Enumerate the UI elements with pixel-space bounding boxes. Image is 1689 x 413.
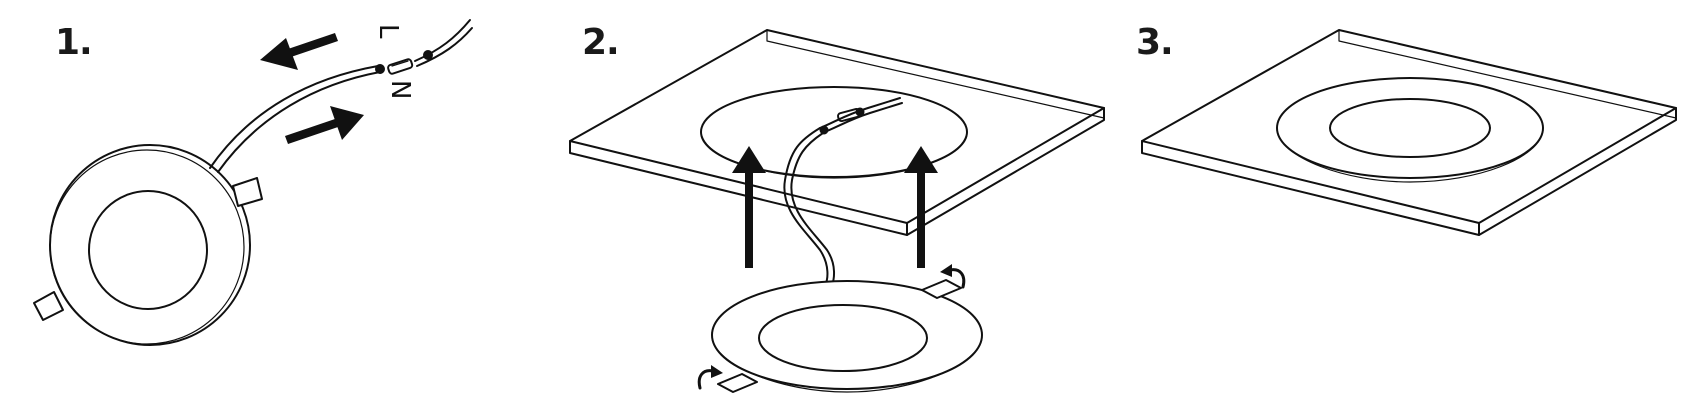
feed-cable xyxy=(783,97,903,286)
downlight-lens xyxy=(88,190,208,310)
spring-clip-right xyxy=(232,177,263,207)
step-1-panel: L N xyxy=(33,19,473,346)
lamp-cable xyxy=(209,65,379,169)
clip-fold-arrow-right xyxy=(940,264,966,289)
arrow-pull-wire xyxy=(260,33,338,70)
arrow-insert-left xyxy=(732,146,766,268)
spring-clip-step2-left xyxy=(717,373,758,393)
downlight-fixture xyxy=(49,144,251,346)
step-3-panel xyxy=(1141,29,1677,236)
spring-clip-step2-right xyxy=(921,279,962,299)
arrow-push-wire xyxy=(285,106,364,144)
wire-label-live: L xyxy=(373,24,403,39)
installed-downlight xyxy=(1276,77,1544,183)
step-1-number: 1. xyxy=(55,22,93,63)
ceiling-cutout xyxy=(700,86,968,179)
lamp-cable-inner xyxy=(217,71,381,173)
downlight-lens-step2 xyxy=(758,304,928,372)
mains-cable xyxy=(414,19,471,62)
step-2-number: 2. xyxy=(582,22,620,63)
wire-label-neutral: N xyxy=(385,80,415,99)
wire-connector xyxy=(375,58,414,75)
step-3-number: 3. xyxy=(1136,22,1174,63)
installed-downlight-lens xyxy=(1329,98,1491,158)
clip-fold-arrow-left xyxy=(697,365,723,390)
mains-cable-inner xyxy=(416,27,473,67)
downlight-fixture-step2 xyxy=(711,280,983,393)
step-2-panel xyxy=(569,29,1105,393)
wire-clamp xyxy=(423,50,433,60)
arrow-insert-right xyxy=(904,146,938,268)
spring-clip-left xyxy=(33,291,64,321)
